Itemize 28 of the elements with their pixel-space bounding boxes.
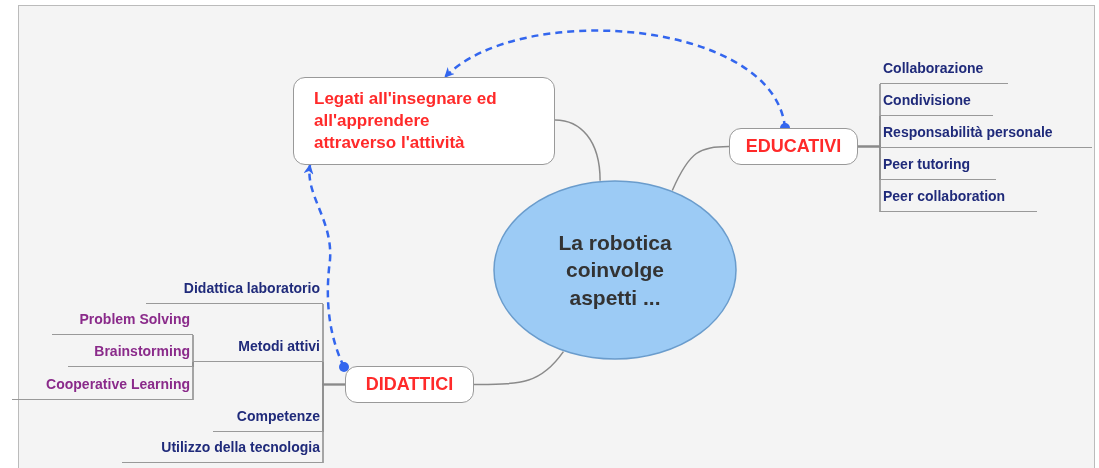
subtopic-label: Responsabilità personale bbox=[880, 124, 1092, 148]
topic-text: La robotica coinvolge aspetti ... bbox=[557, 230, 673, 311]
subtopic-label: Peer tutoring bbox=[880, 156, 996, 180]
topic-text: Legati all'insegnare ed all'apprendere attraverso l'attività bbox=[314, 87, 498, 155]
subtopic-label: Cooperative Learning bbox=[12, 376, 193, 400]
topic-text: DIDATTICI bbox=[365, 374, 454, 395]
topic-box bbox=[729, 128, 858, 165]
subtopic-label: Metodi attivi bbox=[193, 338, 323, 362]
subtopic-label: Peer collaboration bbox=[880, 188, 1037, 212]
topic-box bbox=[293, 77, 555, 165]
topic-text: EDUCATIVI bbox=[745, 136, 842, 157]
connector-line bbox=[857, 145, 881, 213]
connector-line bbox=[192, 334, 194, 363]
subtopic-label: Competenze bbox=[213, 408, 323, 432]
connector-line bbox=[322, 383, 346, 464]
dashed-arrow bbox=[304, 164, 349, 372]
subtopic-label: Brainstorming bbox=[68, 343, 193, 367]
subtopic-label: Problem Solving bbox=[52, 311, 193, 335]
connector-line bbox=[473, 350, 565, 386]
subtopic-label: Condivisione bbox=[880, 92, 993, 116]
central-topic-ellipse bbox=[493, 180, 737, 360]
connector-line bbox=[554, 119, 601, 182]
subtopic-label: Didattica laboratorio bbox=[146, 280, 323, 304]
connector-line bbox=[671, 145, 730, 192]
connector-line bbox=[192, 361, 194, 401]
subtopic-label: Utilizzo della tecnologia bbox=[122, 439, 323, 463]
topic-box bbox=[345, 366, 474, 403]
subtopic-label: Collaborazione bbox=[880, 60, 1008, 84]
